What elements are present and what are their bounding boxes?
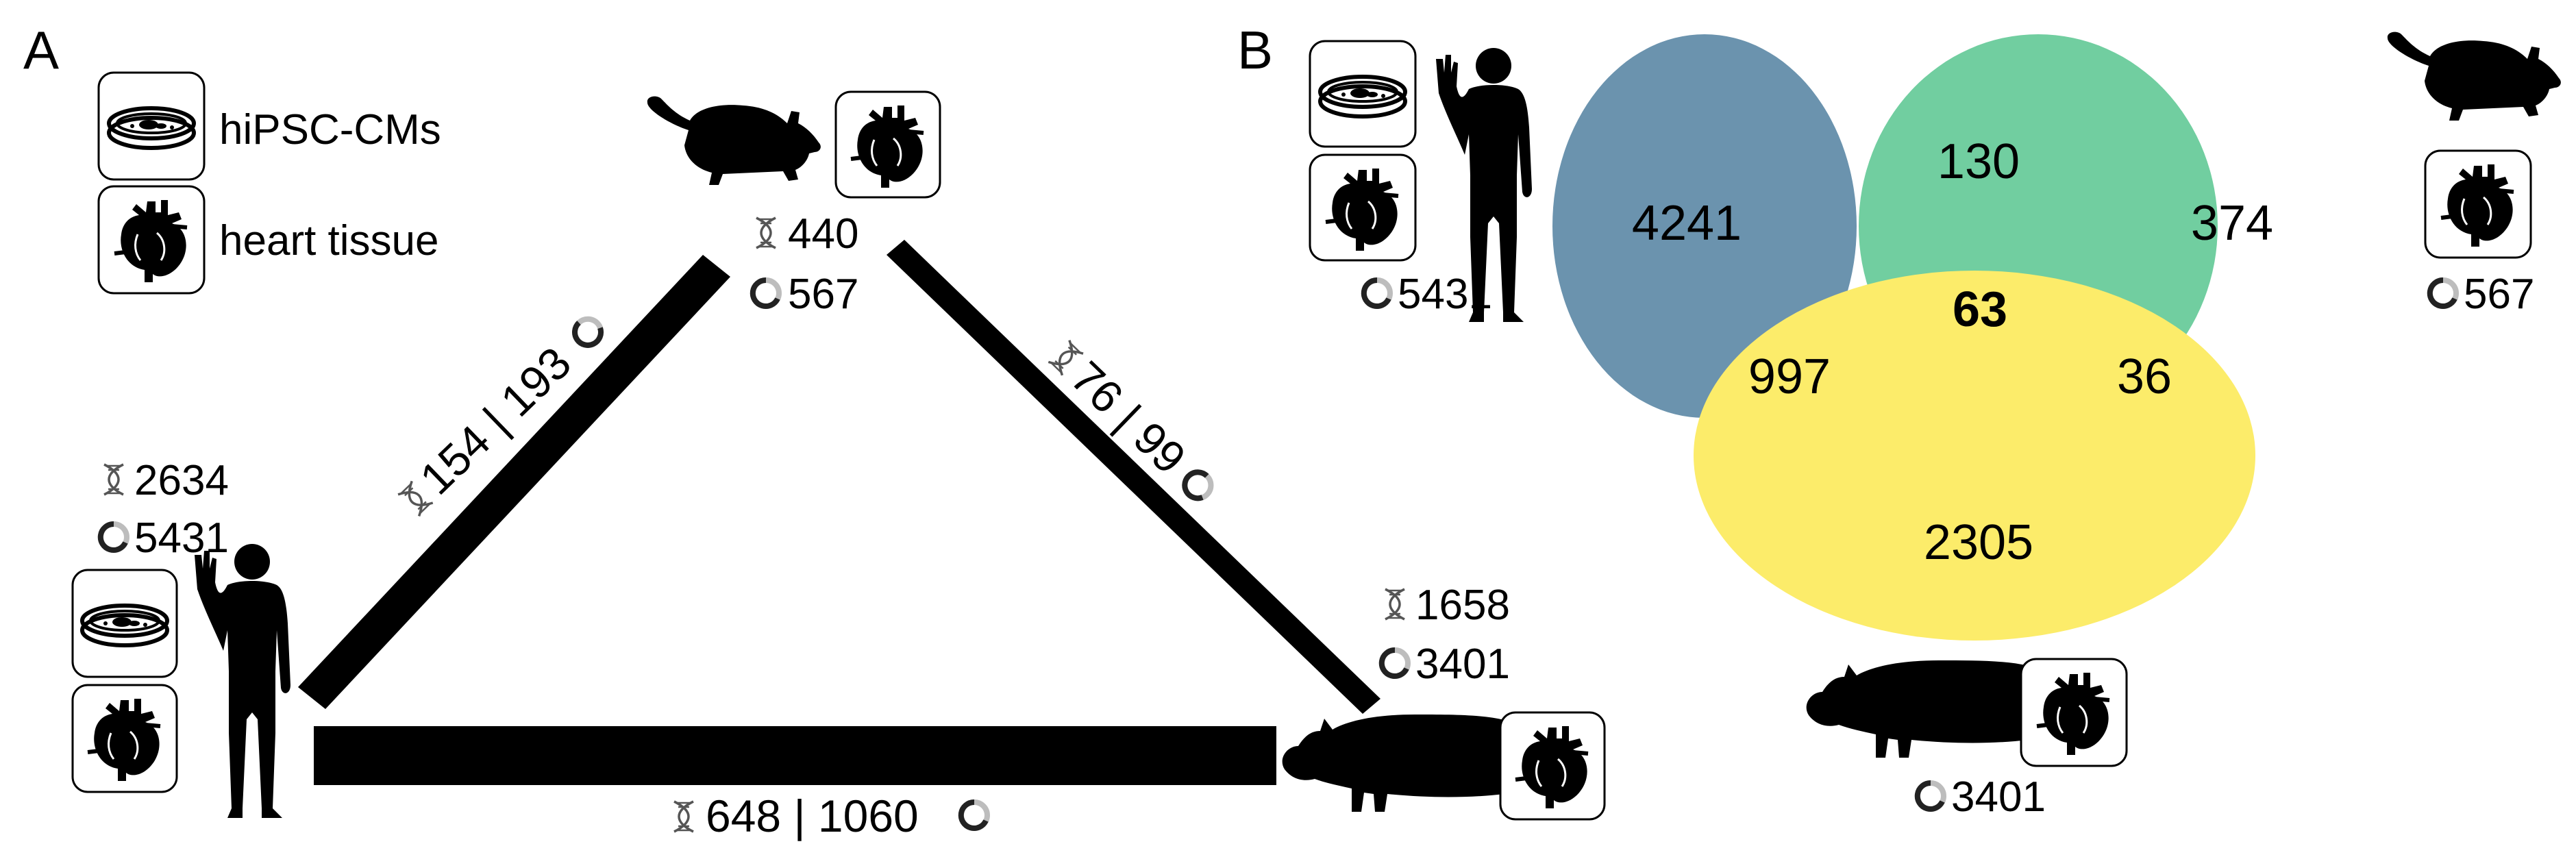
edge-mouse-pig	[887, 240, 1380, 714]
legend: hiPSC-CMs heart tissue	[97, 71, 441, 295]
legend-label-heart: heart tissue	[219, 217, 439, 264]
venn-mouse-key: 567	[2387, 32, 2561, 318]
circ-icon	[569, 314, 606, 351]
mouse-silhouette-icon	[2387, 32, 2561, 121]
venn-circle-pig	[1694, 271, 2255, 641]
venn-human-key: 5431	[1309, 40, 1532, 322]
venn-human-only: 4241	[1632, 196, 1742, 251]
node-pig: 1658 3401	[1282, 582, 1606, 821]
venn-pig-key: 3401	[1806, 658, 2128, 821]
edge-value-human-pig: 648 | 1060	[706, 791, 919, 841]
dna-icon	[1384, 588, 1406, 621]
circ-icon	[2430, 280, 2456, 306]
venn-pig-total: 3401	[1951, 773, 2046, 821]
venn-mouse-only: 374	[2191, 196, 2273, 251]
dna-icon	[673, 800, 695, 833]
panel-b-letter: B	[1237, 20, 1273, 80]
venn-all: 63	[1953, 282, 2007, 337]
circ-icon	[101, 524, 127, 550]
node-mouse: 440 567	[647, 90, 941, 318]
pig-circ-count: 3401	[1415, 641, 1510, 688]
human-circ-count: 5431	[134, 514, 229, 562]
circ-icon	[961, 802, 987, 828]
mouse-dna-count: 440	[788, 210, 858, 258]
human-silhouette-icon	[195, 544, 290, 818]
venn-human-mouse: 130	[1937, 134, 2020, 189]
venn-pig-only: 2305	[1924, 515, 2033, 570]
human-dna-count: 2634	[134, 457, 229, 504]
edge-human-mouse	[298, 255, 730, 709]
circ-icon	[1179, 467, 1216, 504]
edge-human-pig	[314, 726, 1276, 785]
circ-icon	[1918, 783, 1944, 809]
venn-human-total: 5431	[1398, 271, 1492, 318]
mouse-silhouette-icon	[647, 96, 821, 185]
dna-icon	[103, 463, 125, 496]
circ-icon	[1382, 650, 1408, 676]
legend-label-hipsc: hiPSC-CMs	[219, 106, 441, 153]
edge-label-human-pig: 648 | 1060	[673, 791, 987, 841]
venn-human-pig: 997	[1748, 349, 1831, 404]
venn-diagram	[1552, 34, 2255, 641]
circ-icon	[1364, 280, 1390, 306]
venn-mouse-total: 567	[2464, 271, 2534, 318]
venn-mouse-pig: 36	[2117, 349, 2172, 404]
node-human: 2634 5431	[71, 457, 290, 818]
circ-icon	[753, 280, 779, 306]
mouse-circ-count: 567	[788, 271, 858, 318]
panel-a-letter: A	[23, 20, 59, 80]
dna-icon	[755, 216, 777, 249]
pig-dna-count: 1658	[1415, 582, 1510, 629]
